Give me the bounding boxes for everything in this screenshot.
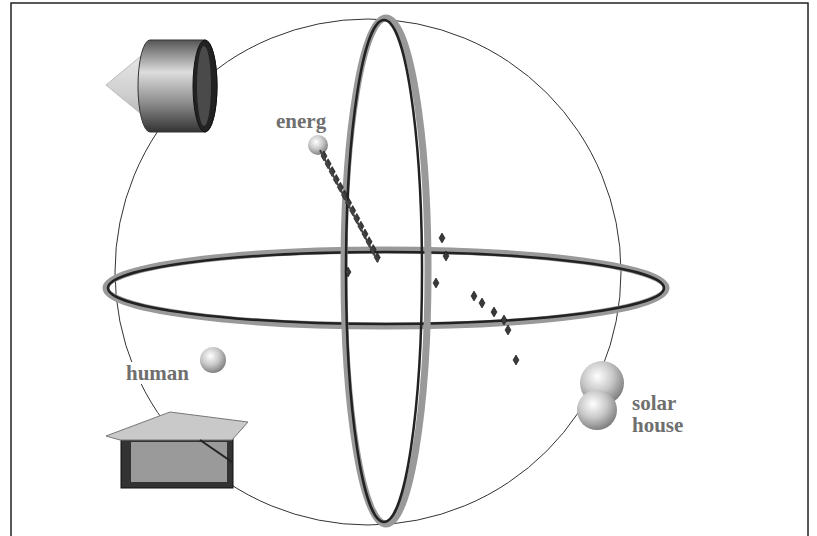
house-icon (106, 412, 248, 488)
sphere-label: solar house (630, 392, 714, 436)
human-sphere (200, 347, 226, 373)
cone-cylinder-icon (106, 40, 217, 132)
sphere-label: energ (274, 110, 328, 132)
data-marker (513, 355, 519, 365)
data-marker (491, 307, 497, 317)
sphere-label: human (124, 362, 191, 384)
data-marker (439, 233, 445, 243)
data-marker (479, 298, 485, 308)
vertical-ring-edge (346, 20, 422, 522)
vertical-ring (344, 18, 428, 524)
energ-sphere (308, 135, 328, 155)
data-marker (501, 315, 507, 325)
data-marker (505, 325, 511, 335)
data-marker (471, 291, 477, 301)
trail-line (320, 150, 378, 262)
horizontal-ring-edge (108, 252, 664, 324)
frame (11, 3, 808, 536)
data-marker (443, 251, 449, 261)
data-marker (345, 267, 351, 277)
solar-house-sphere (577, 390, 617, 430)
data-marker (433, 278, 439, 288)
sphere-outline (115, 19, 621, 525)
data-markers (320, 150, 519, 365)
horizontal-ring (106, 250, 666, 326)
